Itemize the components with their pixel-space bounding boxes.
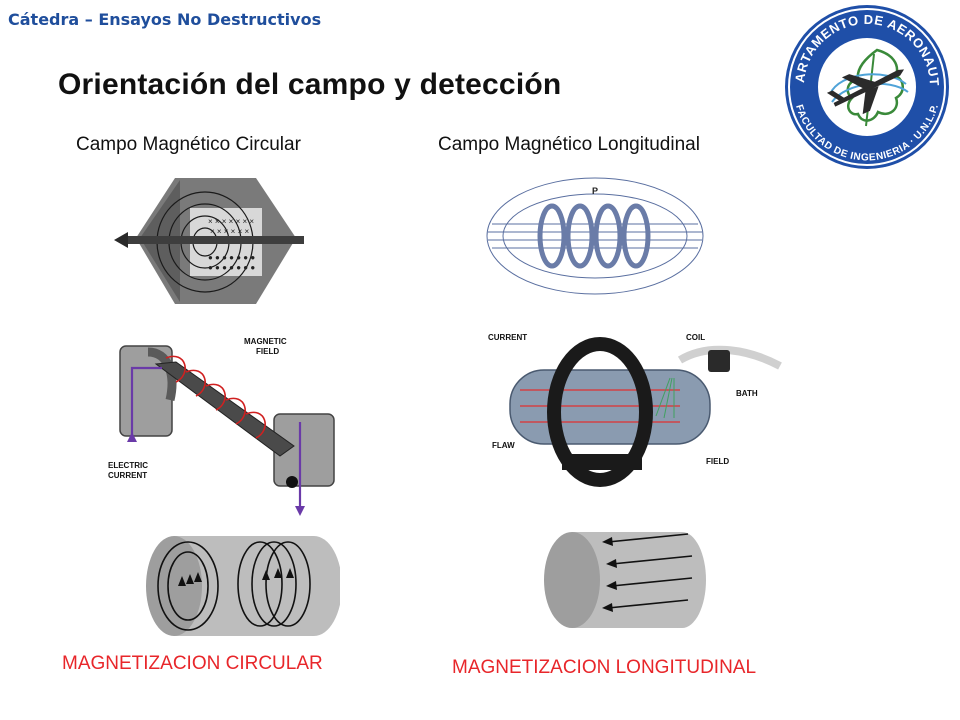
svg-text:× × × × × × ×: × × × × × × × xyxy=(208,217,254,226)
circular-field-hex-diagram: × × × × × × × × × × × × × ● ● ● ● ● ● ● … xyxy=(114,178,304,304)
longitudinal-magnetization-cylinder-diagram xyxy=(544,532,706,628)
airplane-icon xyxy=(826,69,905,115)
label-p: P xyxy=(592,186,598,196)
field-marks: × × × × × × × × × × × × × ● ● ● ● ● ● ● … xyxy=(208,217,255,272)
leftward-arrows xyxy=(602,537,617,612)
label-magnetic-field-line2: FIELD xyxy=(256,347,279,356)
current-up-arrow-icon xyxy=(127,432,137,442)
circular-magnetization-caption: MAGNETIZACION CIRCULAR xyxy=(62,653,323,674)
svg-text:● ● ● ● ● ● ●: ● ● ● ● ● ● ● xyxy=(208,263,255,272)
bath-spray xyxy=(655,377,675,419)
label-electric-current-line2: CURRENT xyxy=(108,471,147,480)
current-down-arrow-icon xyxy=(295,506,305,516)
label-coil: COIL xyxy=(686,333,705,342)
svg-text:● ● ● ● ● ● ●: ● ● ● ● ● ● ● xyxy=(208,253,255,262)
field-arrows xyxy=(520,389,680,423)
current-arrow-icon xyxy=(114,232,128,248)
circular-field-subtitle: Campo Magnético Circular xyxy=(76,134,301,155)
label-magnetic-field-line1: MAGNETIC xyxy=(244,337,287,346)
label-field: FIELD xyxy=(706,457,729,466)
coil-windings xyxy=(537,203,651,269)
longitudinal-field-lines xyxy=(607,533,693,609)
longitudinal-field-solenoid-diagram: P xyxy=(486,177,704,295)
longitudinal-magnetization-caption: MAGNETIZACION LONGITUDINAL xyxy=(452,657,757,678)
slide-title: Orientación del campo y detección xyxy=(58,68,562,101)
svg-text:× × × × × ×: × × × × × × xyxy=(210,227,249,236)
current-path xyxy=(130,366,302,510)
course-name: Cátedra – Ensayos No Destructivos xyxy=(8,10,322,29)
longitudinal-field-subtitle: Campo Magnético Longitudinal xyxy=(438,134,700,155)
longitudinal-magnetization-coil-diagram: CURRENT COIL BATH FLAW FIELD xyxy=(488,333,782,487)
circular-magnetization-machine-diagram: MAGNETIC FIELD ELECTRIC CURRENT xyxy=(108,337,335,516)
circular-field-lines xyxy=(157,541,311,631)
upward-arrows xyxy=(178,568,294,586)
field-arrows xyxy=(165,355,266,439)
label-flaw: FLAW xyxy=(492,441,515,450)
circular-magnetization-cylinder-diagram xyxy=(146,536,340,636)
department-logo: DEPARTAMENTO DE AERONAUTICA FACULTAD DE … xyxy=(782,2,949,169)
label-bath: BATH xyxy=(736,389,758,398)
label-current: CURRENT xyxy=(488,333,527,342)
label-electric-current-line1: ELECTRIC xyxy=(108,461,148,470)
